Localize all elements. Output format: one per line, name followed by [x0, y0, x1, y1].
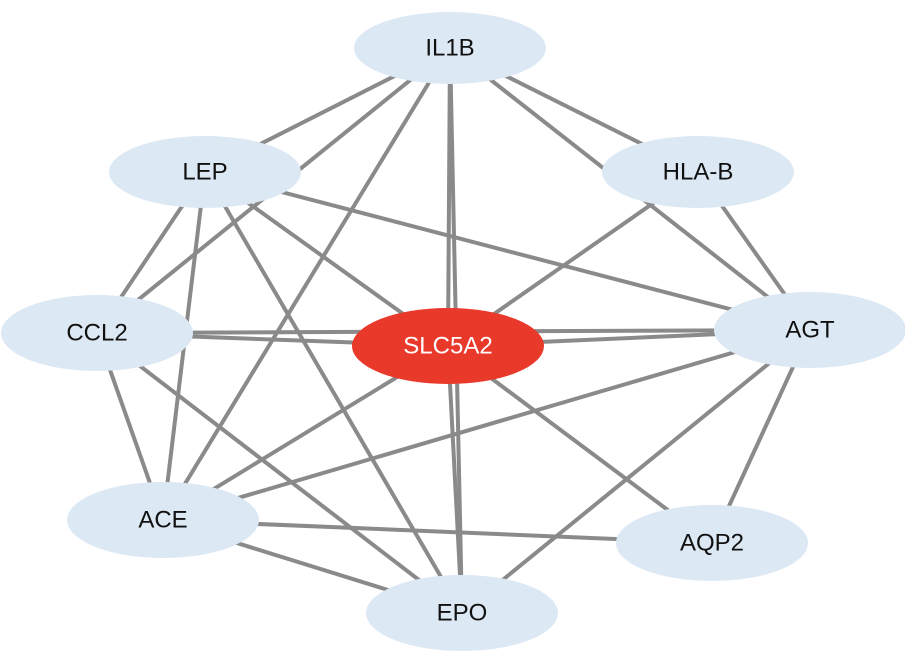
node-label-slc5a2: SLC5A2 [403, 333, 492, 360]
edge-agt-ace [161, 328, 812, 522]
node-epo[interactable]: EPO [366, 575, 558, 651]
node-ellipse-agt [714, 292, 905, 368]
node-label-aqp2: AQP2 [680, 530, 744, 557]
node-label-ace: ACE [138, 507, 187, 534]
node-agt[interactable]: AGT [714, 292, 905, 368]
node-aqp2[interactable]: AQP2 [616, 505, 808, 581]
edge-il1b-ace [161, 46, 452, 522]
node-label-agt: AGT [785, 317, 835, 344]
edge-slc5a2-epo [446, 344, 464, 615]
edge-ccl2-epo [95, 331, 464, 615]
node-ellipse-lep [109, 136, 301, 208]
node-label-epo: EPO [437, 600, 488, 627]
node-label-lep: LEP [182, 159, 227, 186]
node-ellipse-ace [67, 482, 259, 558]
node-il1b[interactable]: IL1B [354, 12, 546, 84]
node-label-hla-b: HLA-B [663, 159, 734, 186]
node-ellipse-aqp2 [616, 505, 808, 581]
edge-lep-epo [203, 170, 464, 615]
node-ellipse-hla-b [602, 136, 794, 208]
node-ellipse-slc5a2 [352, 308, 544, 384]
node-label-il1b: IL1B [425, 35, 474, 62]
node-lep[interactable]: LEP [109, 136, 301, 208]
node-ellipse-epo [366, 575, 558, 651]
edge-lep-agt [203, 170, 812, 332]
node-ellipse-ccl2 [1, 295, 193, 371]
node-hla-b[interactable]: HLA-B [602, 136, 794, 208]
node-slc5a2[interactable]: SLC5A2 [352, 308, 544, 384]
node-label-ccl2: CCL2 [66, 320, 127, 347]
node-ace[interactable]: ACE [67, 482, 259, 558]
node-ccl2[interactable]: CCL2 [1, 295, 193, 371]
node-ellipse-il1b [354, 12, 546, 84]
edge-agt-epo [460, 328, 812, 615]
